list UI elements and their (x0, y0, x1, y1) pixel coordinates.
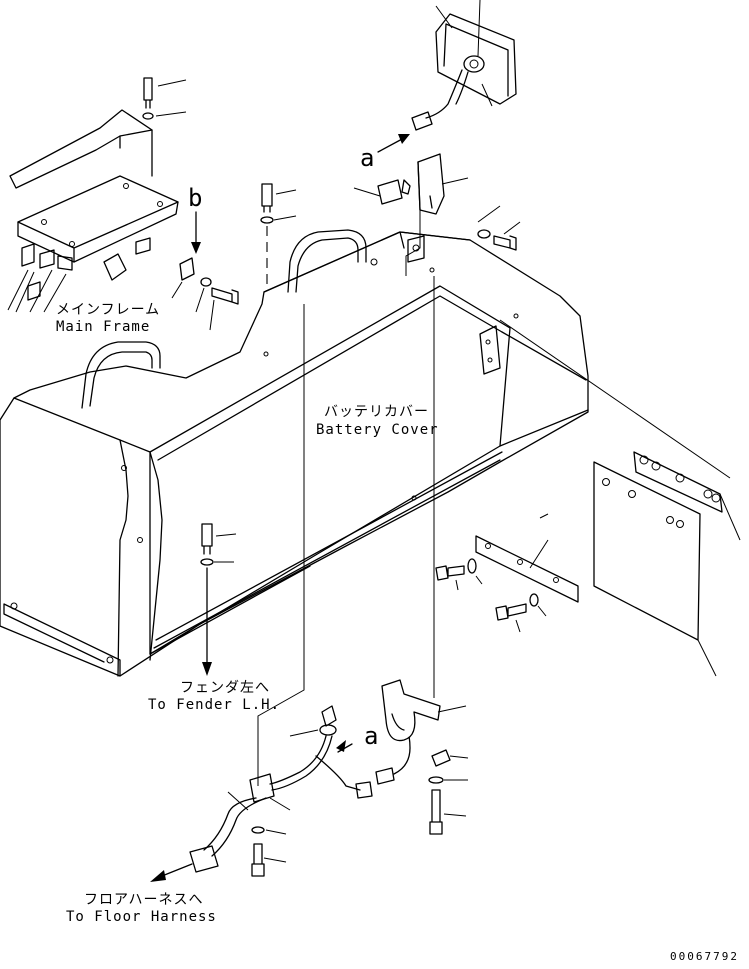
battery-cover-label-jp: バッテリカバー (324, 404, 429, 420)
reference-a-lower-label: a (364, 722, 378, 750)
battery-cover (0, 231, 589, 677)
reference-b-upper: b (188, 184, 202, 254)
reference-a-lower: a (336, 722, 378, 753)
wire-harness (150, 705, 411, 882)
main-frame-bracket (9, 109, 153, 189)
bolt-mid-left (200, 523, 237, 676)
floor-harness-label-jp: フロアハーネスへ (84, 892, 203, 908)
fender-label-jp: フェンダ左へ (180, 680, 270, 696)
drawing-number: 00067792 (670, 950, 739, 963)
floor-harness-label-en: To Floor Harness (66, 909, 217, 925)
reference-a-upper: a (360, 134, 410, 172)
battery-cover-handle-right (287, 229, 367, 293)
controller-box (7, 175, 179, 313)
reference-b-upper-label: b (188, 184, 202, 212)
battery-cover-label-en: Battery Cover (316, 422, 439, 438)
reference-a-upper-label: a (360, 144, 374, 172)
lamp-bracket (353, 153, 521, 276)
bolts-hold-down (435, 558, 547, 633)
bolt-lower (251, 826, 287, 877)
clip-and-bolt-frame (171, 257, 239, 331)
work-lamp (411, 0, 517, 131)
battery-terminal-strip (499, 319, 741, 541)
relay-bracket (381, 679, 469, 835)
main-frame-label-en: Main Frame (56, 319, 150, 335)
hold-down-bar (475, 535, 579, 603)
bolt-top-left (142, 77, 187, 120)
battery-cover-handle-left (81, 341, 161, 409)
main-frame-label-jp: メインフレーム (56, 302, 160, 318)
fender-label-en: To Fender L.H. (148, 697, 280, 713)
battery-plate (593, 461, 717, 677)
